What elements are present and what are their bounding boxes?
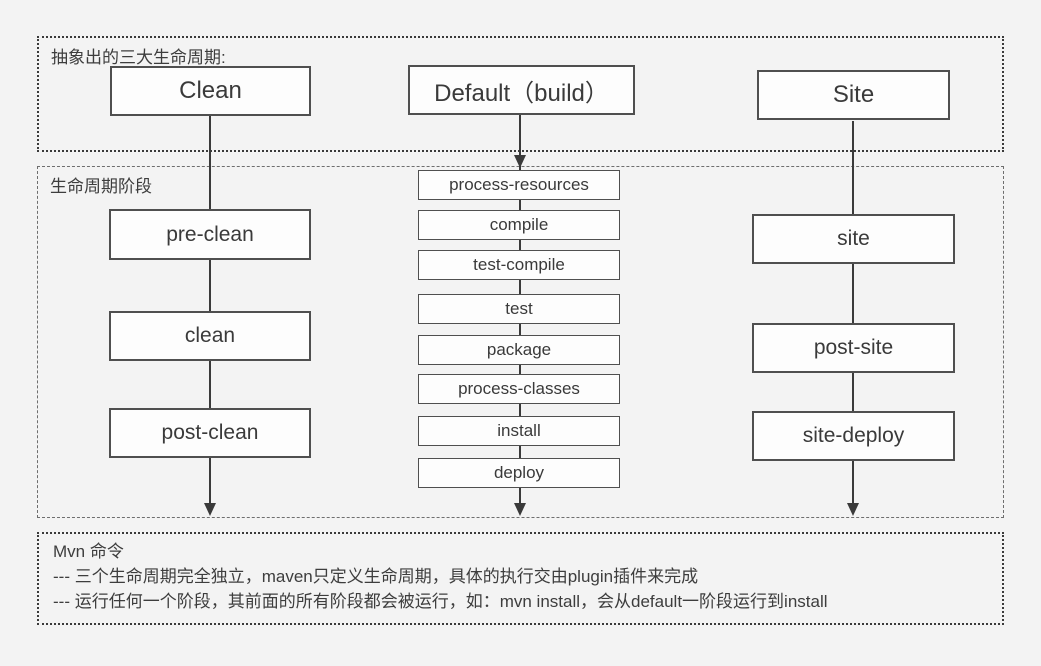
phase-node-deploy: deploy	[418, 458, 620, 488]
phase-node-process-resources: process-resources	[418, 170, 620, 200]
notes-title: Mvn 命令	[53, 542, 124, 561]
clean-flow-arrowhead-bottom	[204, 503, 216, 516]
phase-node-site-deploy: site-deploy	[752, 411, 955, 461]
phase-node-package: package	[418, 335, 620, 365]
notes-text-block: Mvn 命令 --- 三个生命周期完全独立，maven只定义生命周期，具体的执行…	[53, 539, 992, 614]
phase-node-site: site	[752, 214, 955, 264]
site-flow-line	[852, 121, 854, 506]
phase-node-process-classes: process-classes	[418, 374, 620, 404]
section-phases-label: 生命周期阶段	[50, 177, 152, 196]
phase-node-post-clean: post-clean	[109, 408, 311, 458]
site-flow-arrowhead-bottom	[847, 503, 859, 516]
phase-node-clean: clean	[109, 311, 311, 361]
phase-node-test: test	[418, 294, 620, 324]
lifecycle-node-default-build: Default（build）	[408, 65, 635, 115]
phase-node-install: install	[418, 416, 620, 446]
section-lifecycles-label: 抽象出的三大生命周期:	[51, 48, 226, 67]
phase-node-pre-clean: pre-clean	[109, 209, 311, 260]
lifecycle-node-site: Site	[757, 70, 950, 120]
section-notes: Mvn 命令 --- 三个生命周期完全独立，maven只定义生命周期，具体的执行…	[37, 532, 1004, 625]
lifecycle-node-clean: Clean	[110, 66, 311, 116]
phase-node-test-compile: test-compile	[418, 250, 620, 280]
default-flow-arrowhead-top	[514, 155, 526, 168]
notes-line: --- 运行任何一个阶段，其前面的所有阶段都会被运行，如：mvn install…	[53, 592, 828, 611]
notes-line: --- 三个生命周期完全独立，maven只定义生命周期，具体的执行交由plugi…	[53, 567, 699, 586]
default-flow-arrowhead-bottom	[514, 503, 526, 516]
phase-node-compile: compile	[418, 210, 620, 240]
phase-node-post-site: post-site	[752, 323, 955, 373]
